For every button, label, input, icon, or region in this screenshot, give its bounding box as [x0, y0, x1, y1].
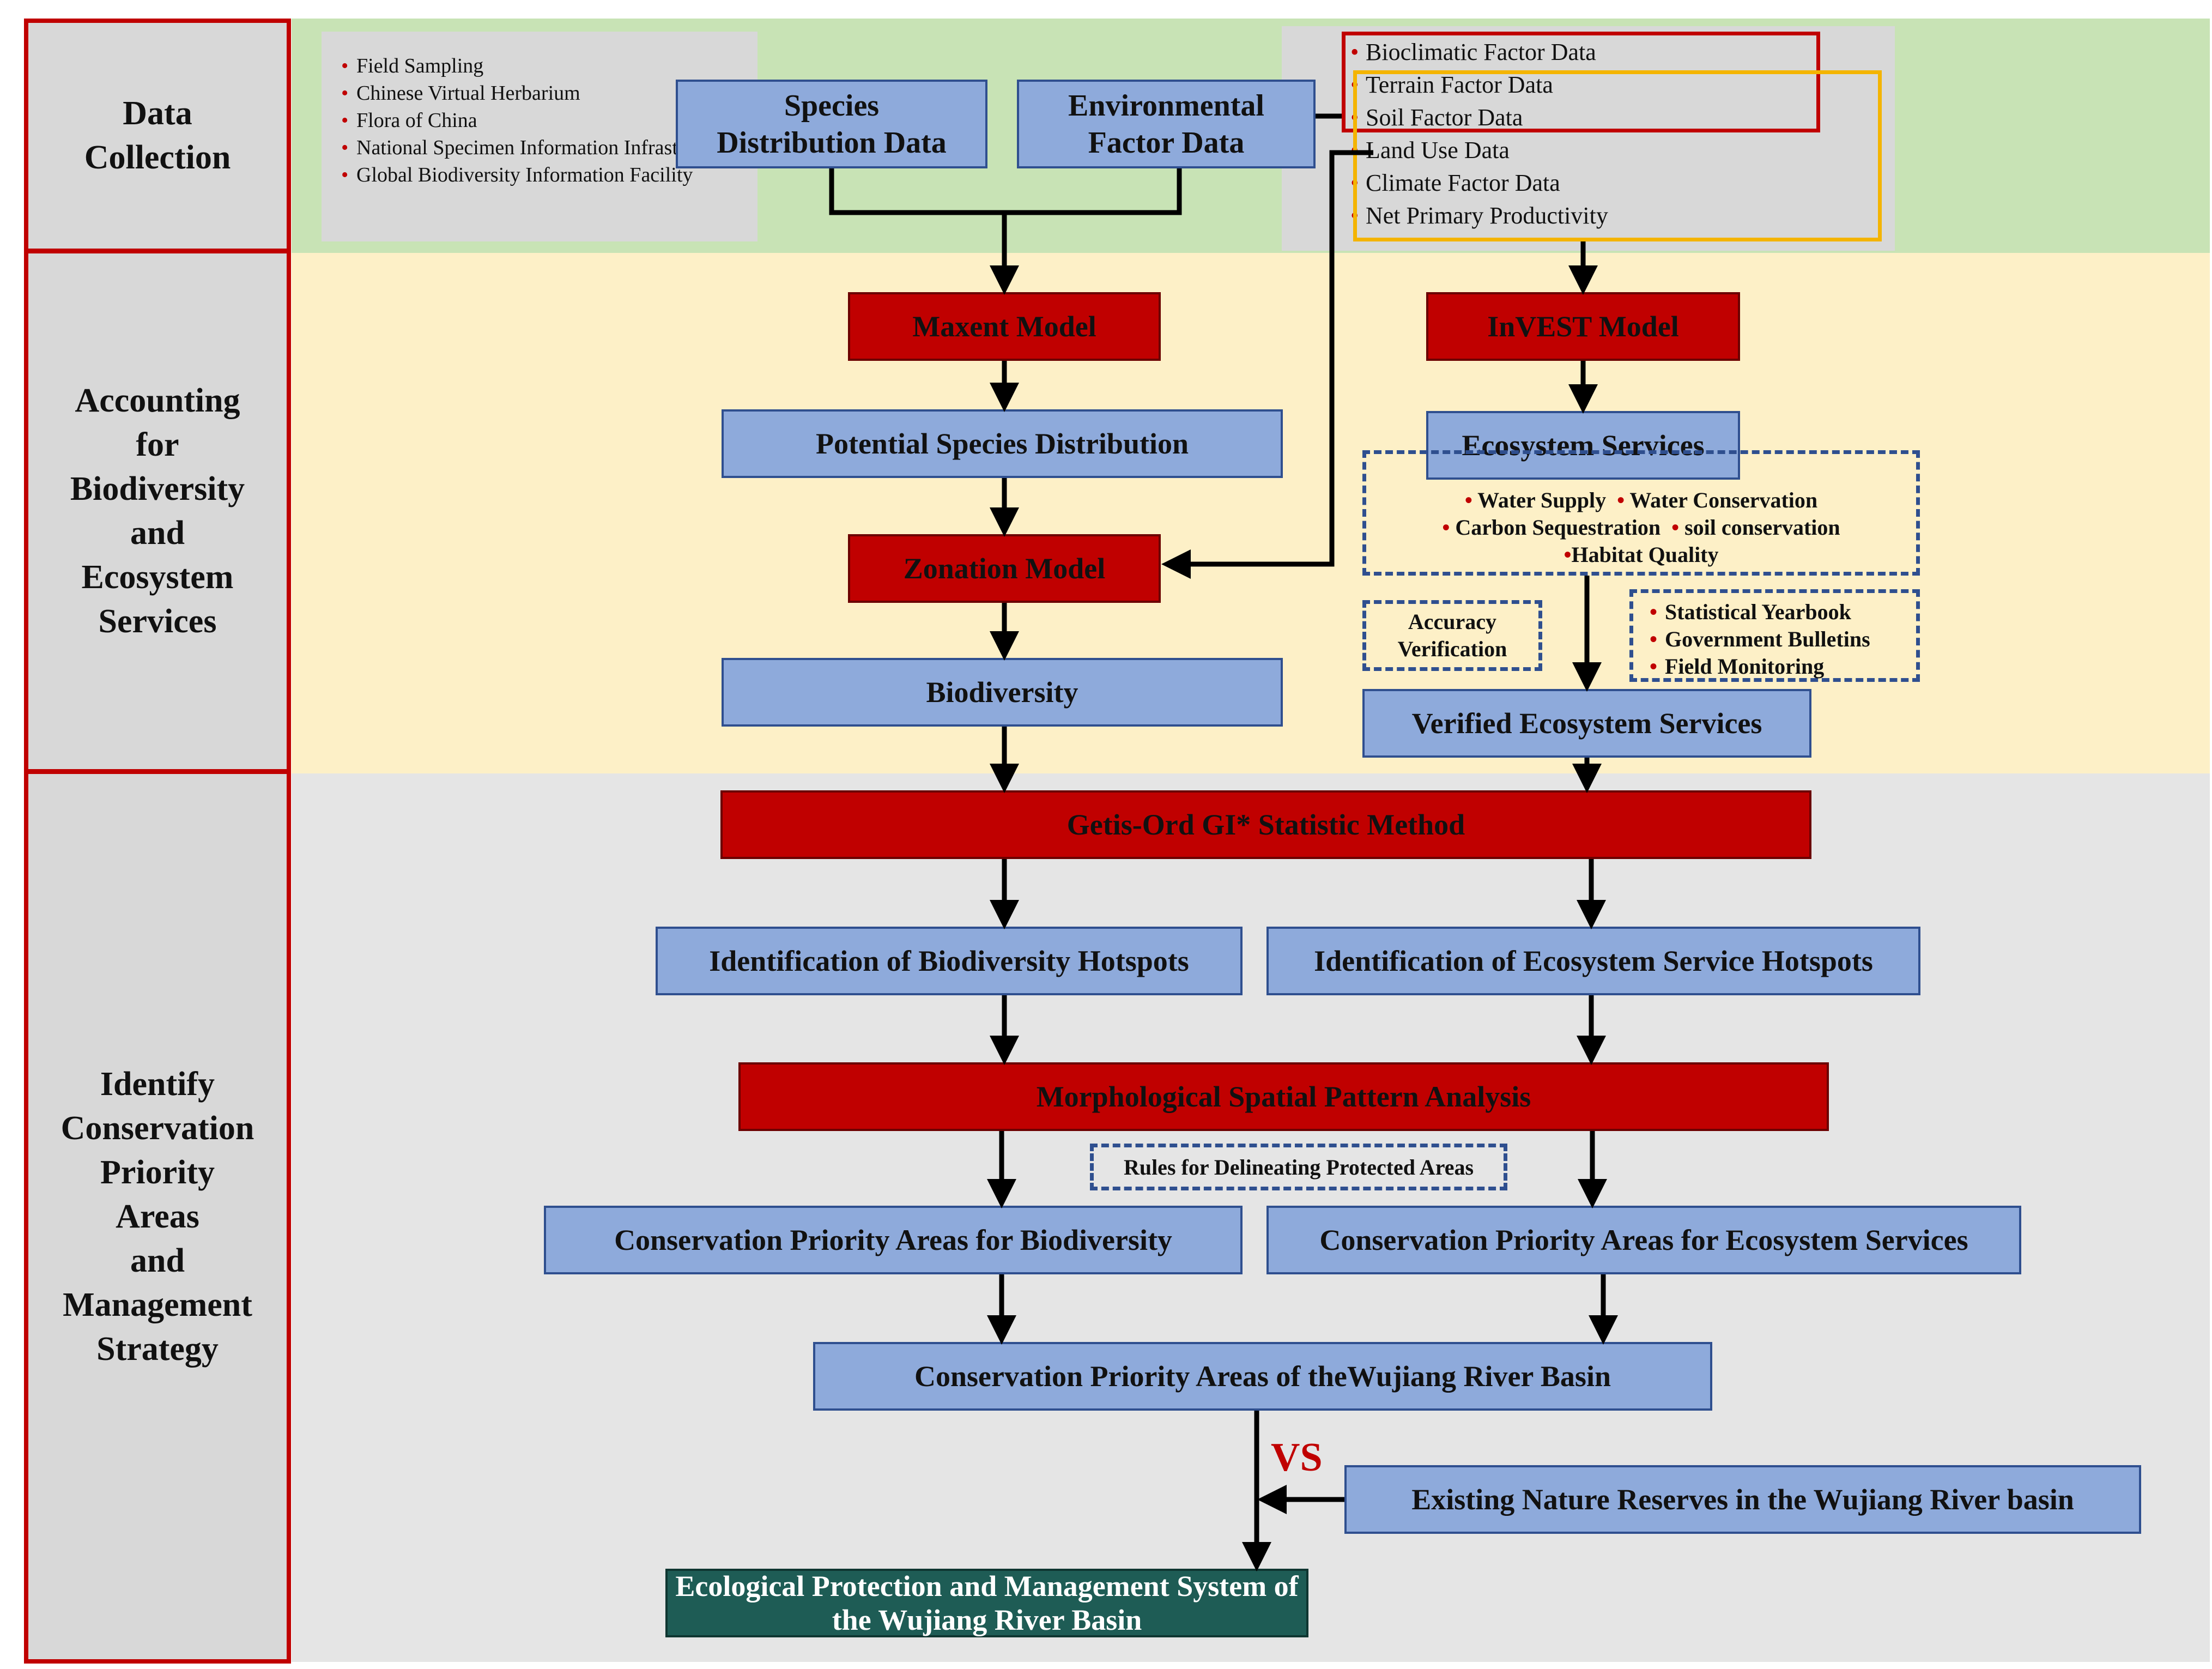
- es-item: Carbon Sequestration: [1455, 515, 1661, 540]
- vs-label: VS: [1271, 1435, 1323, 1480]
- source-item: Chinese Virtual Herbarium: [341, 80, 757, 107]
- es-item: Habitat Quality: [1571, 542, 1719, 567]
- bioclimatic-highlight: [1342, 32, 1820, 132]
- stage-identify: Identify Conservation Priority Areas and…: [24, 770, 291, 1664]
- verification-source: Statistical Yearbook: [1650, 598, 1916, 626]
- source-item: Terrain Factor Data: [1350, 69, 1895, 101]
- es-item: Water Supply: [1477, 488, 1607, 512]
- environmental-factor-node: Environmental Factor Data: [1017, 80, 1316, 168]
- species-distribution-node: Species Distribution Data: [676, 80, 987, 168]
- biodiversity-hotspots-node: Identification of Biodiversity Hotspots: [656, 927, 1243, 995]
- rules-box: Rules for Delineating Protected Areas: [1090, 1144, 1507, 1190]
- source-item: National Specimen Information Infrastruc…: [341, 134, 757, 161]
- cpa-biodiversity-node: Conservation Priority Areas for Biodiver…: [544, 1206, 1243, 1274]
- source-item: Bioclimatic Factor Data: [1350, 36, 1895, 69]
- verification-source: Field Monitoring: [1650, 653, 1916, 680]
- getis-ord-node: Getis-Ord GI* Statistic Method: [720, 790, 1811, 859]
- ecosystem-services-list: [1362, 450, 1920, 576]
- existing-reserves-node: Existing Nature Reserves in the Wujiang …: [1344, 1465, 2141, 1534]
- invest-model-node: InVEST Model: [1426, 292, 1740, 361]
- verification-source: Government Bulletins: [1650, 626, 1916, 653]
- mspa-node: Morphological Spatial Pattern Analysis: [738, 1062, 1829, 1131]
- cpa-basin-node: Conservation Priority Areas of theWujian…: [813, 1342, 1712, 1411]
- source-item: Global Biodiversity Information Facility: [341, 161, 757, 189]
- es-item: soil conservation: [1684, 515, 1840, 540]
- source-item: Flora of China: [341, 107, 757, 134]
- stage-accounting: Accounting for Biodiversity and Ecosyste…: [24, 249, 291, 773]
- verified-es-node: Verified Ecosystem Services: [1362, 689, 1811, 758]
- ecosystem-services-items: • Water Supply • Water Conservation • Ca…: [1442, 488, 1840, 567]
- maxent-model-node: Maxent Model: [848, 292, 1161, 361]
- accuracy-verification-box: Accuracy Verification: [1362, 600, 1542, 671]
- environmental-sources-list: Bioclimatic Factor Data Terrain Factor D…: [1350, 36, 1895, 232]
- invest-input-highlight: [1353, 70, 1882, 241]
- source-item: Field Sampling: [341, 52, 757, 80]
- source-item: Net Primary Productivity: [1350, 199, 1895, 232]
- verification-sources-box: Statistical Yearbook Government Bulletin…: [1629, 589, 1920, 682]
- es-item: Water Conservation: [1629, 488, 1818, 512]
- final-system-node: Ecological Protection and Management Sys…: [665, 1569, 1308, 1637]
- biodiversity-node: Biodiversity: [722, 658, 1283, 727]
- cpa-es-node: Conservation Priority Areas for Ecosyste…: [1266, 1206, 2021, 1274]
